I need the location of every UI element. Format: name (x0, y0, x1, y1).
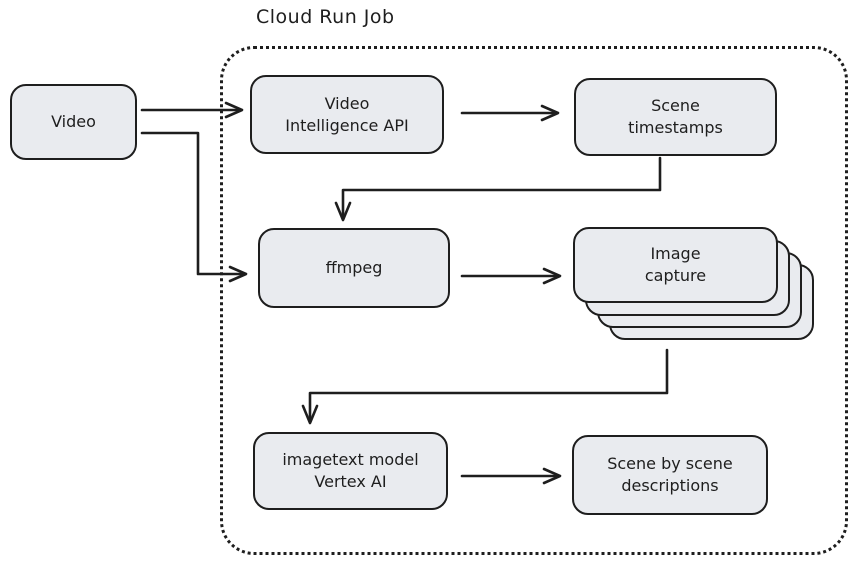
node-scene-by-scene-descriptions-label: Scene by scene descriptions (607, 454, 733, 495)
node-imagetext-model-vertex-ai-label: imagetext model Vertex AI (282, 450, 419, 491)
node-video: Video (10, 84, 137, 160)
node-imagetext-model-vertex-ai: imagetext model Vertex AI (253, 432, 448, 510)
node-scene-timestamps: Scene timestamps (574, 78, 777, 156)
node-image-capture-label: Image capture (644, 244, 707, 285)
node-ffmpeg-label: ffmpeg (325, 258, 383, 278)
cluster-cloud-run-job (220, 46, 848, 555)
node-video-intelligence-api-label: Video Intelligence API (285, 93, 409, 135)
node-scene-by-scene-descriptions: Scene by scene descriptions (572, 435, 768, 515)
cluster-title: Cloud Run Job (256, 6, 395, 28)
node-video-label: Video (51, 112, 96, 132)
node-image-capture: Image capture (573, 227, 778, 303)
node-ffmpeg: ffmpeg (258, 228, 450, 308)
node-scene-timestamps-label: Scene timestamps (628, 96, 723, 137)
node-video-intelligence-api: Video Intelligence API (250, 75, 444, 154)
